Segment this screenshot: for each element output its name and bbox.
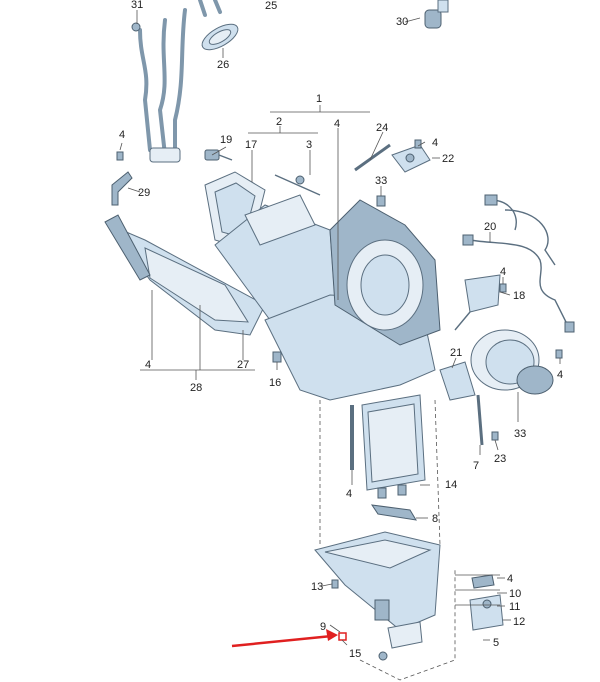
screws-4 bbox=[116, 139, 563, 589]
callout-28: 27 bbox=[237, 359, 249, 371]
leader-lines bbox=[119, 10, 561, 681]
callout-31: 31 bbox=[131, 0, 143, 11]
callout-33-b: 16 bbox=[269, 377, 281, 389]
callout-21: 21 bbox=[450, 347, 462, 359]
callout-10: 4 bbox=[507, 573, 513, 585]
fitting-30 bbox=[424, 0, 449, 29]
callout-4-a: 4 bbox=[334, 118, 340, 130]
resistor-21 bbox=[439, 361, 476, 401]
clip-13 bbox=[370, 504, 417, 521]
callout-24: 24 bbox=[376, 122, 388, 134]
callout-4-b: 4 bbox=[432, 137, 438, 149]
callout-33-a: 33 bbox=[375, 175, 387, 187]
callout-15: 5 bbox=[493, 637, 499, 649]
hvac-housing bbox=[214, 194, 441, 401]
grommet-26 bbox=[201, 23, 239, 51]
callout-13: 8 bbox=[432, 513, 438, 525]
control-module-18 bbox=[454, 274, 501, 331]
callout-12: 11 bbox=[509, 601, 520, 613]
callout-17: 17 bbox=[245, 139, 257, 151]
callout-4-e: 4 bbox=[557, 369, 563, 381]
actuator-rod-3 bbox=[274, 174, 321, 196]
callout-32: 15 bbox=[349, 648, 361, 660]
callout-30: 30 bbox=[396, 16, 408, 28]
callout-5: 9 bbox=[320, 621, 326, 633]
callout-16: 28 bbox=[190, 382, 202, 394]
callout-4-c: 4 bbox=[119, 129, 125, 141]
red-pointer-arrow bbox=[231, 629, 338, 648]
callout-25: 25 bbox=[265, 0, 277, 12]
callout-14: 4 bbox=[346, 488, 352, 500]
bolt-24 bbox=[354, 143, 391, 172]
callout-23: 7 bbox=[473, 460, 479, 472]
callout-29: 29 bbox=[138, 187, 150, 199]
callout-27: 4 bbox=[145, 359, 151, 371]
callout-labels: 31 25 30 26 1 2 3 4 24 4 22 19 17 4 29 3… bbox=[119, 0, 563, 660]
callout-11: 10 bbox=[509, 588, 521, 600]
callout-8: 14 bbox=[445, 479, 457, 491]
actuator-9 bbox=[469, 574, 504, 631]
callout-3: 3 bbox=[306, 139, 312, 151]
callout-2: 2 bbox=[276, 116, 282, 128]
callout-4-f: 23 bbox=[494, 453, 506, 465]
heater-pipes bbox=[131, 8, 187, 163]
pipe-connector-top bbox=[198, 0, 222, 17]
wiring-harness-20 bbox=[462, 194, 575, 333]
heater-core-8 bbox=[361, 394, 426, 499]
callout-20: 20 bbox=[484, 221, 496, 233]
callout-9: 12 bbox=[513, 616, 525, 628]
callout-26: 26 bbox=[217, 59, 229, 71]
drain-tray-5 bbox=[314, 531, 441, 631]
callout-18: 18 bbox=[513, 290, 525, 302]
callout-4-g: 13 bbox=[311, 581, 323, 593]
callout-7: 33 bbox=[514, 428, 526, 440]
rod-23 bbox=[476, 394, 484, 446]
callout-22: 22 bbox=[442, 153, 454, 165]
cover-plate-16 bbox=[104, 214, 266, 336]
bracket-22 bbox=[391, 144, 431, 173]
blower-motor-7 bbox=[470, 329, 554, 395]
seal-32 bbox=[338, 621, 423, 661]
callout-1: 1 bbox=[316, 93, 322, 105]
callout-19: 19 bbox=[220, 134, 232, 146]
callout-4-d: 4 bbox=[500, 266, 506, 278]
bracket-29 bbox=[111, 171, 133, 206]
